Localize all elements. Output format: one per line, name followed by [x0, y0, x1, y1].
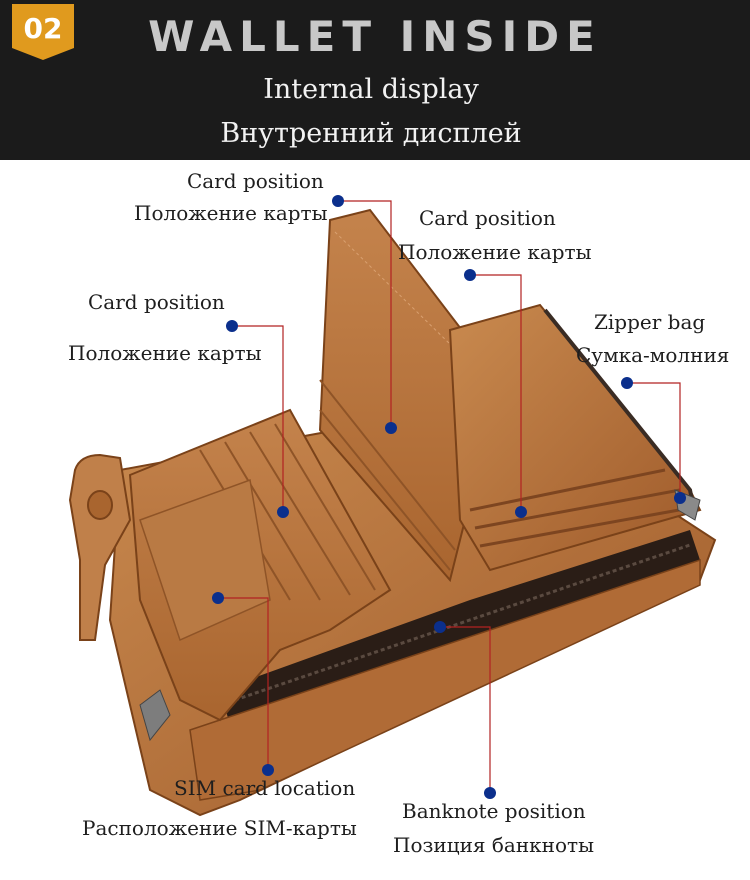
marker-zipper: [621, 377, 633, 389]
label-card-left-ru: Положение карты: [68, 341, 262, 365]
subtitle-english: Internal display: [263, 74, 479, 105]
wallet-illustration: [68, 195, 717, 817]
page-title: WALLET INSIDE: [148, 12, 602, 61]
label-banknote-ru: Позиция банкноты: [393, 833, 595, 857]
badge-number: 02: [23, 12, 63, 45]
label-zipper-en: Zipper bag: [594, 310, 706, 334]
marker-zipper-target: [674, 492, 686, 504]
label-card-top-en: Card position: [187, 169, 324, 193]
label-zipper-ru: Сумка-молния: [576, 343, 730, 367]
leader-lines: [218, 200, 681, 793]
marker-card-right: [464, 269, 476, 281]
label-card-left-en: Card position: [88, 290, 225, 314]
subtitle-russian: Внутренний дисплей: [220, 118, 522, 149]
header-banner: 02 WALLET INSIDE Internal display Внутре…: [0, 0, 750, 160]
marker-banknote-end: [484, 787, 496, 799]
marker-card-top-target: [385, 422, 397, 434]
marker-sim-end: [262, 764, 274, 776]
marker-card-right-target: [515, 506, 527, 518]
marker-card-top: [332, 195, 344, 207]
label-card-right-ru: Положение карты: [398, 240, 592, 264]
marker-banknote: [434, 621, 446, 633]
marker-card-left: [226, 320, 238, 332]
label-card-right-en: Card position: [419, 206, 556, 230]
section-badge: 02: [12, 4, 74, 60]
product-stage: [0, 160, 750, 880]
marker-sim: [212, 592, 224, 604]
label-sim-ru: Расположение SIM-карты: [82, 816, 357, 840]
label-sim-en: SIM card location: [174, 776, 356, 800]
label-card-top-ru: Положение карты: [134, 201, 328, 225]
label-banknote-en: Banknote position: [402, 799, 586, 823]
marker-card-left-target: [277, 506, 289, 518]
